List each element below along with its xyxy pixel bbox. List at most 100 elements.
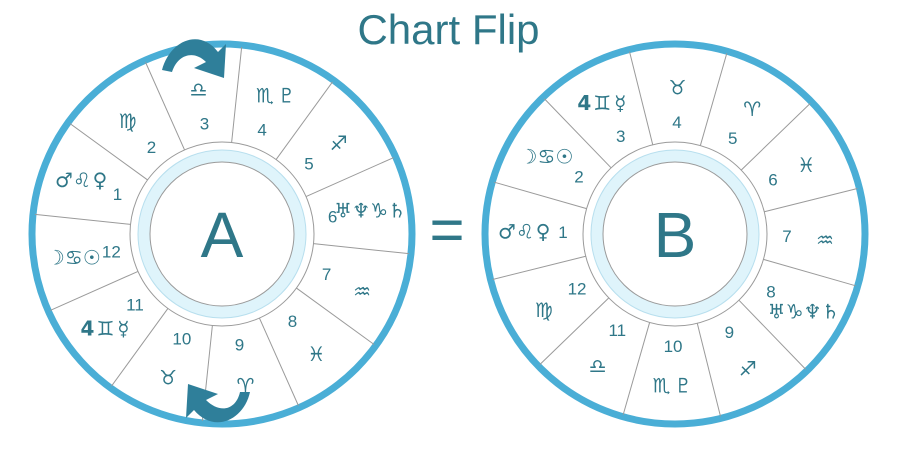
- house-cusp-line: [296, 287, 375, 345]
- house-cusp-line: [313, 243, 410, 255]
- zodiac-glyph-icon: ☽: [519, 145, 537, 169]
- zodiac-glyph-icon: ♌: [516, 219, 534, 243]
- house-cusp-line: [34, 213, 131, 225]
- house-number: 5: [728, 129, 737, 148]
- house-number: 11: [608, 321, 626, 340]
- house-number: 9: [725, 323, 734, 342]
- house-cusp-line: [275, 81, 333, 160]
- house-number: 6: [328, 207, 337, 226]
- flip-arrow-top-icon: [162, 39, 226, 78]
- house-number: 9: [235, 336, 244, 355]
- house-cusp-line: [258, 317, 299, 406]
- house-number: 8: [766, 283, 775, 302]
- zodiac-glyph-icon: ♉: [669, 76, 687, 100]
- zodiac-glyph-icon: ♓: [307, 342, 325, 366]
- center-disc: [149, 161, 295, 307]
- zodiac-glyph-icon: ♊: [96, 316, 114, 340]
- house-cusp-line: [622, 322, 651, 415]
- zodiac-glyph-icon: ♆: [804, 299, 822, 323]
- zodiac-glyph-icon: ☉: [555, 145, 573, 169]
- chart-center-label: A: [201, 199, 244, 271]
- zodiac-glyph-icon: ♄: [388, 199, 406, 223]
- house-cusp-line: [629, 51, 654, 145]
- house-number: 12: [102, 243, 121, 262]
- chart-center-label: B: [654, 199, 697, 271]
- house-cusp-line: [539, 297, 610, 365]
- zodiac-glyph-icon: ♒: [816, 228, 834, 252]
- zodiac-glyph-icon: ♍: [119, 109, 137, 133]
- zodiac-glyph-icon: ♇: [674, 373, 692, 397]
- chart-b-wheel: B1♂♌♀2☽♋☉34♊☿4♉5♈6♓7♒8♅♑♆♄9♐10♏♇11♎12♍: [481, 40, 869, 428]
- house-number: 6: [768, 171, 777, 190]
- zodiac-glyph-icon: ☽: [47, 245, 65, 269]
- zodiac-glyph-icon: ♐: [330, 131, 348, 155]
- house-number: 1: [113, 185, 122, 204]
- house-number: 3: [200, 114, 209, 133]
- zodiac-glyph-icon: 4: [577, 91, 591, 115]
- zodiac-glyph-icon: ☉: [83, 245, 101, 269]
- zodiac-glyph-icon: ♉: [159, 366, 177, 390]
- house-cusp-line: [544, 98, 612, 169]
- zodiac-glyph-icon: ♆: [352, 199, 370, 223]
- zodiac-glyph-icon: ♏: [256, 83, 274, 107]
- house-number: 1: [558, 223, 567, 242]
- house-cusp-line: [145, 62, 186, 151]
- house-cusp-line: [50, 270, 139, 311]
- house-number: 12: [568, 279, 587, 298]
- house-number: 7: [322, 265, 331, 284]
- house-cusp-line: [305, 157, 394, 198]
- zodiac-glyph-icon: ♍: [535, 298, 553, 322]
- zodiac-glyph-icon: ♅: [768, 299, 786, 323]
- zodiac-glyph-icon: ♏: [653, 373, 671, 397]
- house-number: 4: [672, 113, 681, 132]
- house-number: 5: [304, 155, 313, 174]
- house-cusp-line: [763, 258, 856, 287]
- zodiac-glyph-icon: ☿: [614, 91, 626, 115]
- zodiac-glyph-icon: ♈: [236, 374, 254, 398]
- zodiac-glyph-icon: ♋: [65, 245, 83, 269]
- zodiac-glyph-icon: ♀: [93, 168, 108, 192]
- zodiac-glyph-icon: ♑: [370, 199, 388, 223]
- flip-arrow-bottom-icon: [186, 384, 250, 423]
- house-cusp-line: [231, 46, 243, 143]
- house-cusp-line: [492, 255, 586, 280]
- house-number: 2: [574, 167, 583, 186]
- house-number: 10: [664, 337, 683, 356]
- zodiac-glyph-icon: ♇: [278, 83, 296, 107]
- house-number: 8: [288, 312, 297, 331]
- house-number: 10: [172, 330, 191, 349]
- zodiac-glyph-icon: ♄: [822, 299, 840, 323]
- zodiac-glyph-icon: ♎: [589, 354, 607, 378]
- house-number: 4: [257, 120, 266, 139]
- zodiac-glyph-icon: ♐: [739, 357, 757, 381]
- zodiac-glyph-icon: ♓: [797, 153, 815, 177]
- zodiac-glyph-icon: 4: [80, 316, 94, 340]
- house-number: 3: [616, 127, 625, 146]
- zodiac-glyph-icon: ♌: [73, 168, 91, 192]
- house-cusp-line: [69, 123, 148, 181]
- house-cusp-line: [111, 308, 169, 387]
- house-cusp-line: [764, 188, 858, 213]
- house-cusp-line: [699, 53, 728, 146]
- house-number: 2: [147, 138, 156, 157]
- house-cusp-line: [738, 299, 806, 370]
- equals-sign: =: [429, 196, 464, 263]
- zodiac-glyph-icon: ☿: [117, 316, 129, 340]
- zodiac-glyph-icon: ♊: [593, 91, 611, 115]
- zodiac-glyph-icon: ♀: [536, 219, 551, 243]
- zodiac-glyph-icon: ♎: [190, 77, 208, 101]
- house-cusp-line: [740, 103, 811, 171]
- zodiac-glyph-icon: ♑: [786, 299, 804, 323]
- page-title: Chart Flip: [357, 6, 540, 53]
- flip-arrows: [162, 39, 250, 423]
- zodiac-glyph-icon: ♂: [498, 219, 516, 243]
- zodiac-glyph-icon: ♋: [537, 145, 555, 169]
- house-number: 11: [126, 295, 144, 314]
- house-number: 7: [782, 227, 791, 246]
- chart-a-wheel: A1♂♌♀2♍3♎4♏♇5♐6♅♆♑♄7♒8♓9♈10♉114♊☿12☽♋☉: [28, 40, 416, 428]
- zodiac-glyph-icon: ♈: [743, 97, 761, 121]
- center-disc: [602, 161, 748, 307]
- house-cusp-line: [494, 181, 587, 210]
- zodiac-glyph-icon: ♂: [55, 168, 73, 192]
- house-cusp-line: [696, 323, 721, 417]
